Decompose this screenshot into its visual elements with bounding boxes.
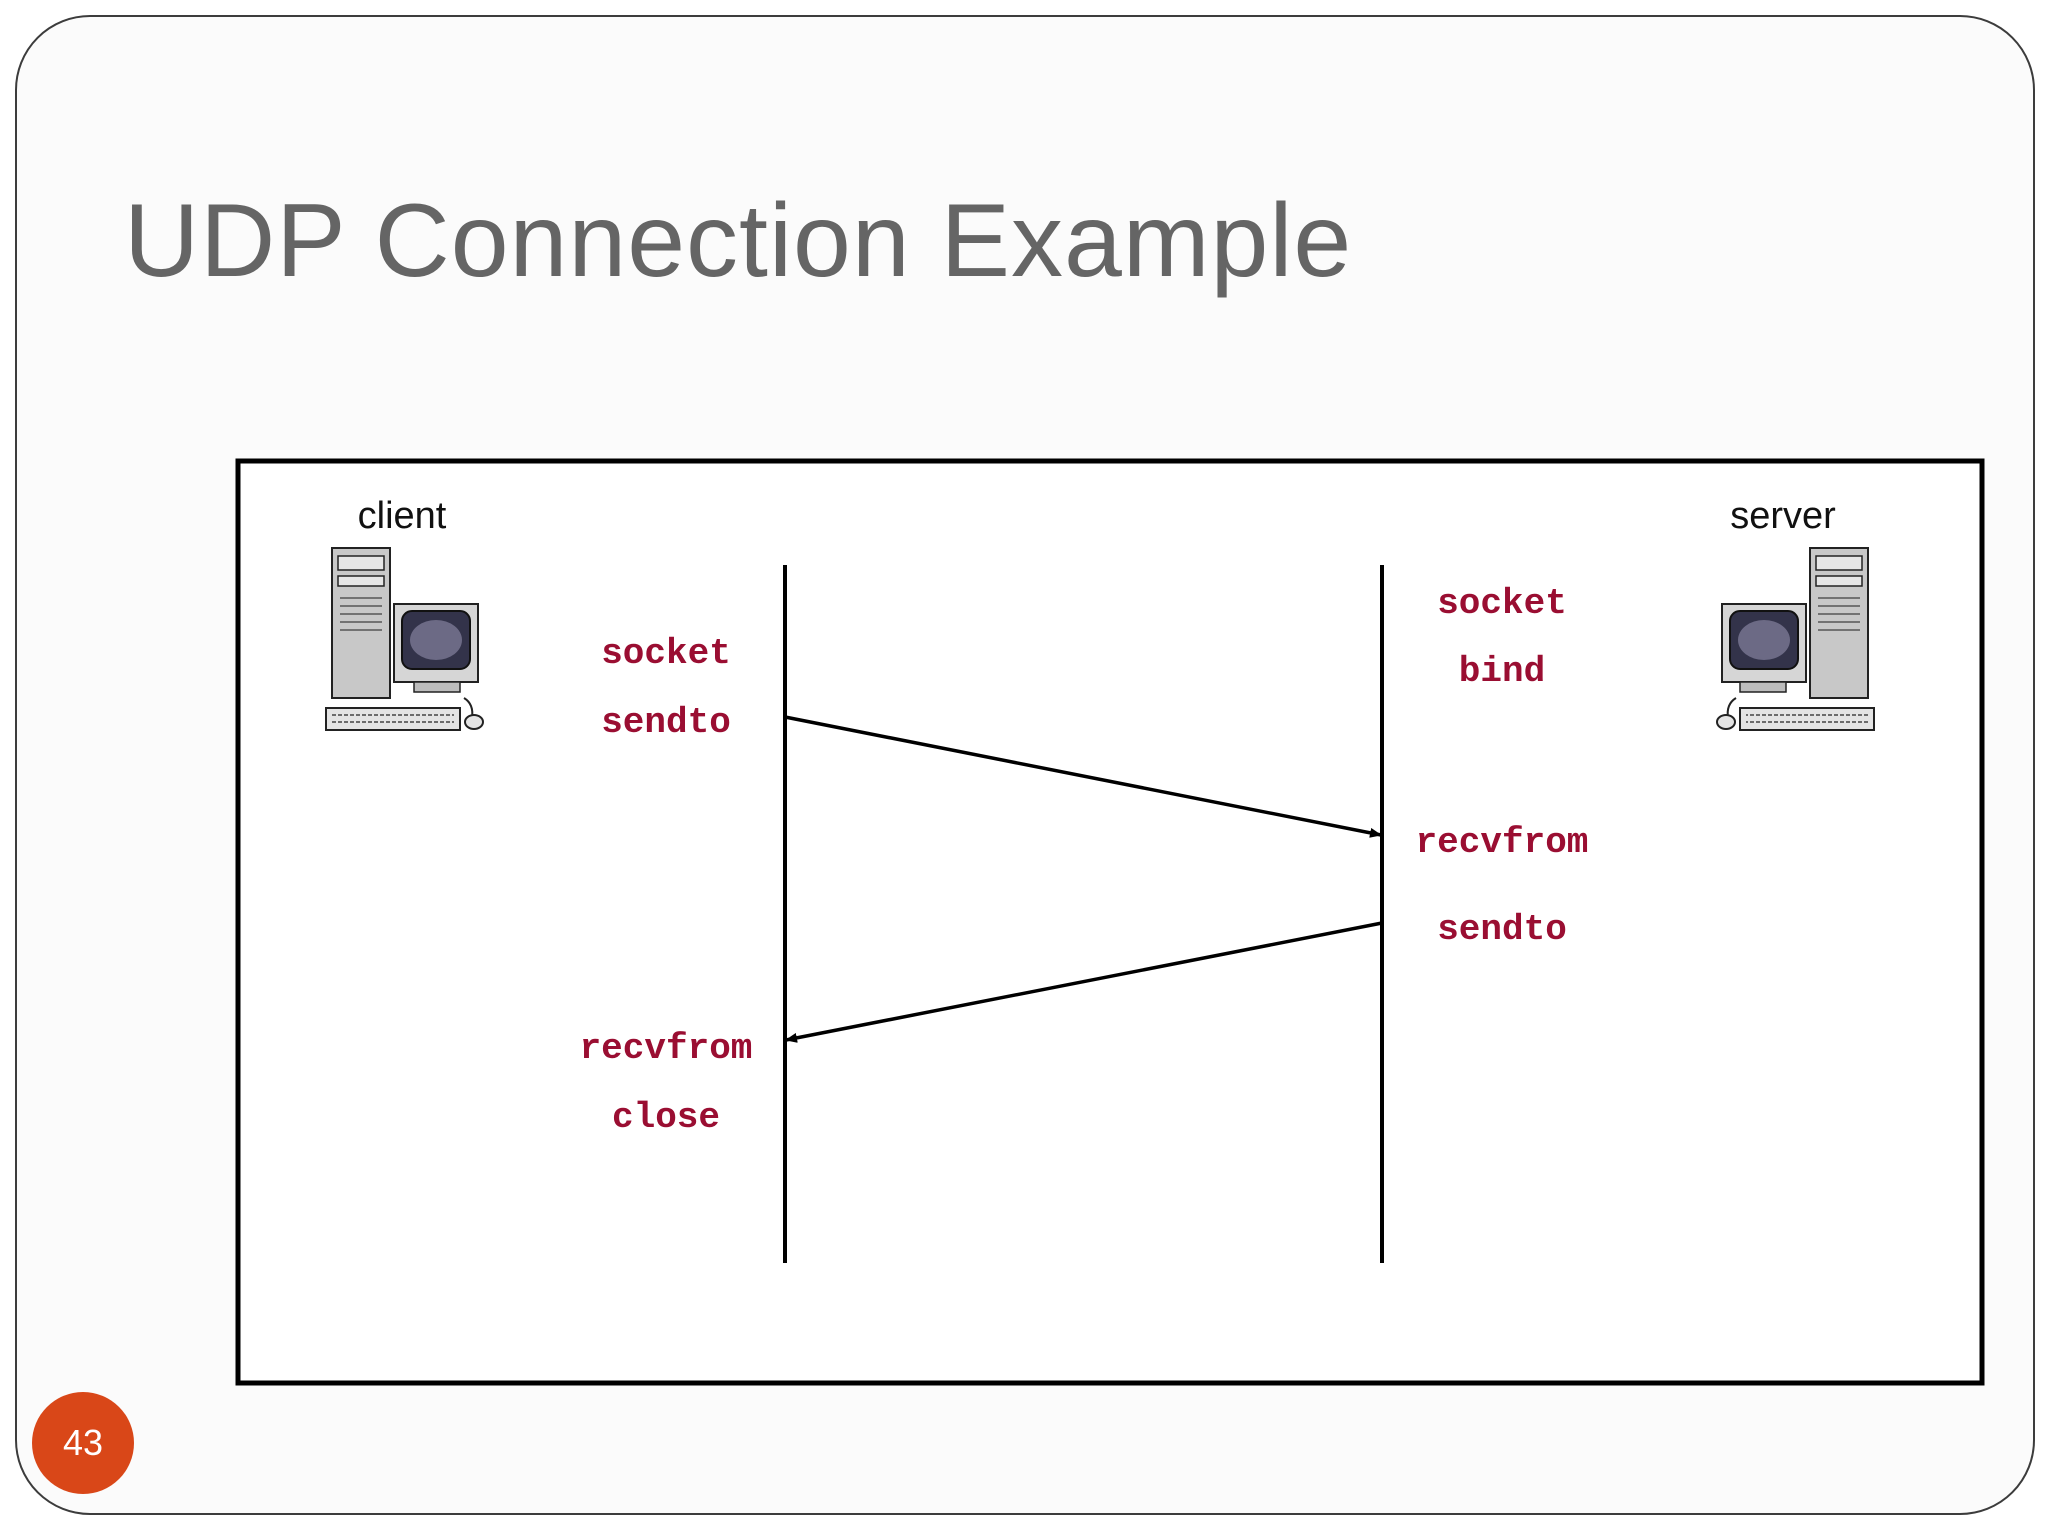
- message-arrow-client-to-server: [784, 715, 1382, 838]
- client-call-recvfrom: recvfrom: [580, 1028, 753, 1069]
- client-call-socket: socket: [601, 633, 731, 674]
- server-call-sendto: sendto: [1437, 909, 1567, 950]
- message-arrow-server-to-client: [785, 921, 1383, 1043]
- page-number-badge: 43: [32, 1392, 134, 1494]
- server-call-socket: socket: [1437, 583, 1567, 624]
- server-label: server: [1730, 495, 1836, 537]
- slide-title: UDP Connection Example: [124, 183, 1353, 299]
- server-call-recvfrom: recvfrom: [1416, 822, 1589, 863]
- diagram-frame: [235, 458, 1985, 1386]
- client-call-sendto: sendto: [601, 702, 731, 743]
- client-call-close: close: [612, 1097, 720, 1138]
- server-call-bind: bind: [1459, 651, 1545, 692]
- client-label: client: [358, 495, 447, 537]
